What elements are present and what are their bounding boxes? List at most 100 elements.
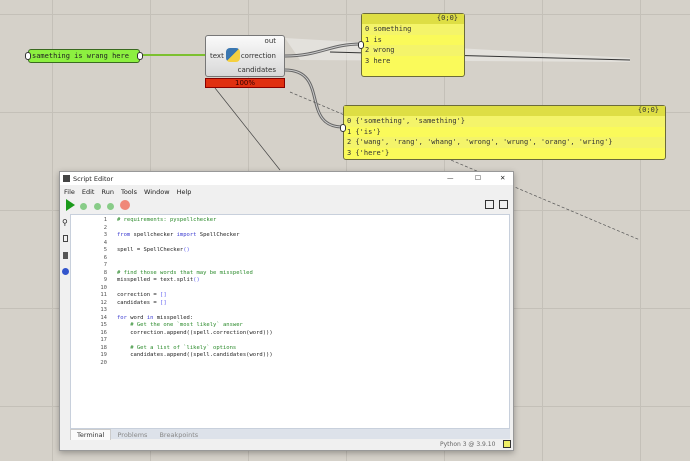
item-index: 1	[365, 35, 374, 44]
python-script-node[interactable]: text out correction candidates	[205, 35, 285, 77]
item-index: 0	[365, 25, 374, 33]
item-value: wrong	[373, 46, 395, 54]
line-number: 14	[100, 314, 107, 321]
code-token: []	[160, 299, 167, 306]
library-icon[interactable]	[63, 252, 68, 259]
code-token: # requirements: pyspellchecker	[117, 217, 217, 223]
item-value: {'wang', 'rang', 'whang', 'wrong', 'wrun…	[355, 138, 613, 146]
close-button[interactable]: ✕	[500, 174, 506, 182]
window-title: Script Editor	[73, 175, 114, 183]
line-number: 5	[103, 247, 107, 253]
code-token: ()	[193, 277, 200, 283]
line-number: 11	[100, 292, 107, 298]
line-number: 1	[103, 217, 107, 223]
status-icon[interactable]	[503, 440, 511, 448]
menu-help[interactable]: Help	[176, 188, 192, 196]
python-version-status[interactable]: Python 3 @ 3.9.10	[440, 441, 496, 448]
title-bar: Script Editor — ☐ ✕	[60, 172, 513, 185]
tab-terminal[interactable]: Terminal	[70, 429, 112, 440]
minimize-button[interactable]: —	[447, 174, 454, 182]
output-candidates[interactable]: candidates	[237, 66, 276, 74]
step-out-icon[interactable]	[107, 203, 114, 210]
step-into-icon[interactable]	[94, 203, 101, 210]
code-token: candidates =	[117, 299, 161, 306]
help-icon[interactable]	[62, 268, 69, 275]
stop-icon[interactable]	[120, 200, 130, 210]
panel-item: 1 {'is'}	[344, 127, 665, 138]
candidates-panel[interactable]: {0;0} 0 {'something', 'samething'} 1 {'is…	[343, 105, 666, 160]
code-line: correction = []	[117, 292, 167, 298]
python-icon	[226, 48, 240, 62]
panel-toggle-icon[interactable]	[485, 200, 494, 209]
line-number: 13	[100, 307, 107, 313]
tab-problems[interactable]: Problems	[117, 431, 148, 439]
code-line: correction.append((spell.correction(word…	[117, 329, 273, 336]
line-number: 6	[103, 254, 107, 261]
item-index: 2	[347, 138, 356, 146]
line-number: 9	[103, 277, 107, 283]
code-token: in	[146, 314, 154, 321]
progress-bar: 100%	[205, 78, 285, 88]
menu-tools[interactable]: Tools	[120, 188, 137, 196]
code-token: # Get the one `most likely` answer	[117, 322, 243, 328]
item-value: here	[373, 56, 391, 65]
line-number: 7	[103, 262, 107, 268]
line-number: 15	[100, 322, 107, 328]
line-number: 10	[100, 284, 107, 291]
code-line: # find those words that may be misspelle…	[117, 270, 253, 276]
tab-breakpoints[interactable]: Breakpoints	[159, 431, 199, 439]
wire-candidates	[284, 68, 344, 129]
code-line: # Get a list of `likely` options	[117, 345, 236, 351]
item-value: something	[373, 25, 412, 33]
output-out[interactable]: out	[264, 37, 276, 45]
correction-panel-input-grip[interactable]	[358, 41, 364, 49]
code-token: word	[126, 314, 147, 321]
maximize-button[interactable]: ☐	[475, 174, 481, 182]
bottom-tabs: Terminal Problems Breakpoints	[70, 429, 510, 440]
menu-run[interactable]: Run	[101, 188, 114, 196]
code-line: candidates.append((spell.candidates(word…	[117, 352, 273, 358]
panel-item: 2 wrong	[362, 45, 464, 56]
line-number: 8	[103, 269, 107, 276]
script-editor-window: Script Editor — ☐ ✕ File Edit Run Tools Wind…	[59, 171, 514, 451]
app-icon	[63, 175, 70, 182]
line-number: 3	[103, 232, 107, 238]
collapse-icon[interactable]	[499, 200, 508, 209]
code-token: spell = SpellChecker	[117, 247, 184, 253]
menu-file[interactable]: File	[64, 188, 75, 196]
menu-edit[interactable]: Edit	[81, 188, 95, 196]
code-token: candidates.append((spell.candidates(word…	[117, 352, 273, 358]
output-correction[interactable]: correction	[240, 52, 276, 60]
code-token: from	[117, 232, 131, 238]
code-token: correction.append((spell.correction(word…	[117, 329, 273, 336]
code-token: # Get a list of `likely` options	[117, 344, 237, 351]
item-value: {'here'}	[355, 148, 390, 157]
code-line: misspelled = text.split()	[117, 277, 200, 283]
line-number: 18	[100, 344, 107, 351]
item-index: 0	[347, 117, 356, 125]
code-line: for word in misspelled:	[117, 315, 193, 321]
step-over-icon[interactable]	[80, 203, 87, 210]
line-number: 19	[100, 352, 107, 358]
item-value: {'something', 'samething'}	[355, 117, 466, 125]
input-text[interactable]: text	[210, 52, 224, 60]
menu-window[interactable]: Window	[143, 188, 170, 196]
document-icon[interactable]	[63, 235, 68, 242]
item-value: {'is'}	[355, 127, 381, 136]
panel-path: {0;0}	[344, 106, 665, 116]
panel-item: 0 something	[362, 24, 464, 35]
text-panel-input-grip[interactable]	[25, 52, 31, 60]
run-icon[interactable]	[66, 199, 75, 211]
code-line: # Get the one `most likely` answer	[117, 322, 243, 328]
code-line: candidates = []	[117, 300, 167, 306]
text-panel[interactable]: samething is wrang here	[28, 49, 140, 63]
search-icon[interactable]: ⚲	[62, 218, 68, 227]
panel-item: 2 {'wang', 'rang', 'whang', 'wrong', 'wr…	[344, 137, 665, 148]
item-value: is	[373, 35, 382, 44]
text-panel-output-grip[interactable]	[137, 52, 143, 60]
candidates-panel-input-grip[interactable]	[340, 124, 346, 132]
item-index: 3	[365, 56, 374, 65]
line-number: 12	[100, 299, 107, 306]
